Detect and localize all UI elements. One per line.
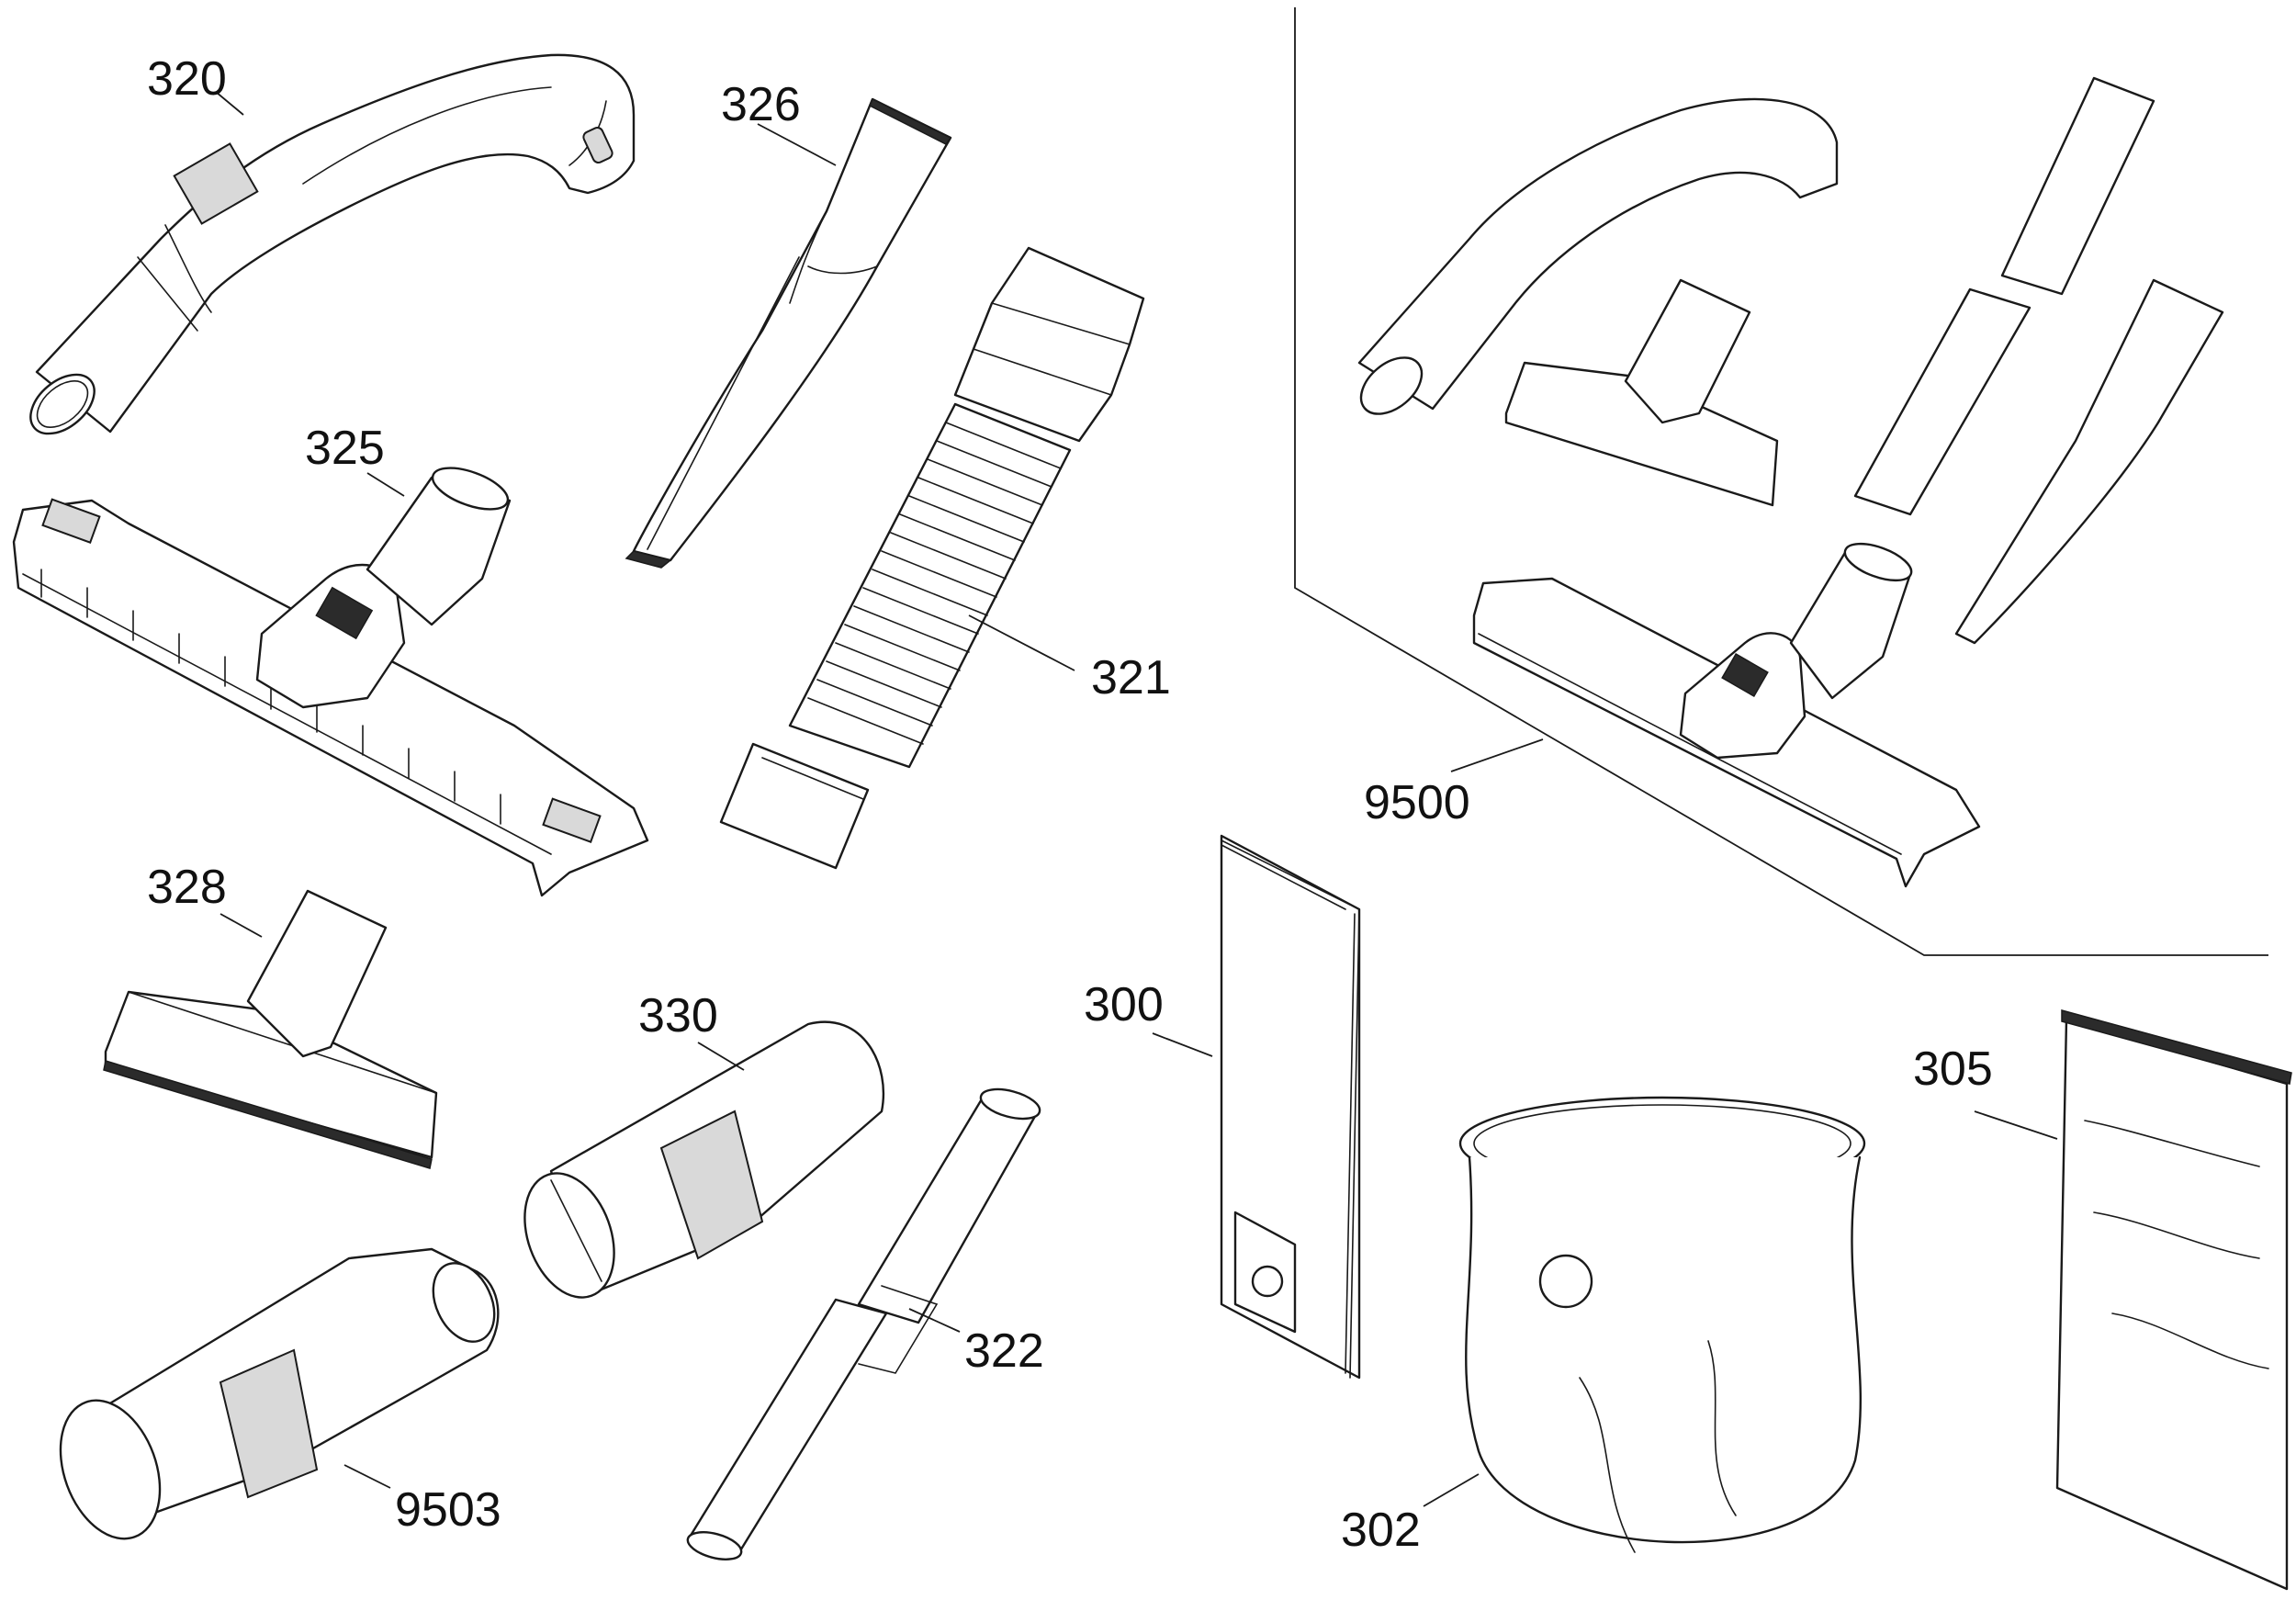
- kit-9500: [1357, 76, 2224, 888]
- plastic-bag-305: [2055, 1009, 2292, 1591]
- part-label-9500: 9500: [1364, 776, 1470, 829]
- part-label-326: 326: [721, 78, 801, 131]
- part-label-322: 322: [964, 1324, 1044, 1378]
- cloth-bag-302: [1458, 1096, 1866, 1553]
- paper-bags-300: [1220, 834, 1361, 1380]
- part-label-321: 321: [1091, 651, 1171, 704]
- adapter-330: [523, 1020, 885, 1299]
- part-label-300: 300: [1084, 978, 1164, 1031]
- crevice-tool-326: [625, 97, 952, 569]
- upholstery-nozzle-328: [103, 889, 438, 1169]
- adapter-9503: [59, 1247, 500, 1540]
- part-label-325: 325: [305, 422, 385, 475]
- kit-frame: [1294, 7, 2268, 956]
- part-label-305: 305: [1913, 1042, 1993, 1096]
- part-label-330: 330: [638, 989, 718, 1042]
- part-label-328: 328: [147, 861, 227, 914]
- leader-lines: [215, 91, 2058, 1507]
- part-label-320: 320: [147, 52, 227, 106]
- hose-handle-320: [29, 53, 636, 435]
- extension-tubes-322: [686, 1087, 1041, 1560]
- flex-hose-321: [719, 246, 1145, 870]
- part-label-9503: 9503: [395, 1483, 501, 1537]
- part-label-302: 302: [1341, 1504, 1421, 1557]
- floor-nozzle-325: [12, 467, 649, 897]
